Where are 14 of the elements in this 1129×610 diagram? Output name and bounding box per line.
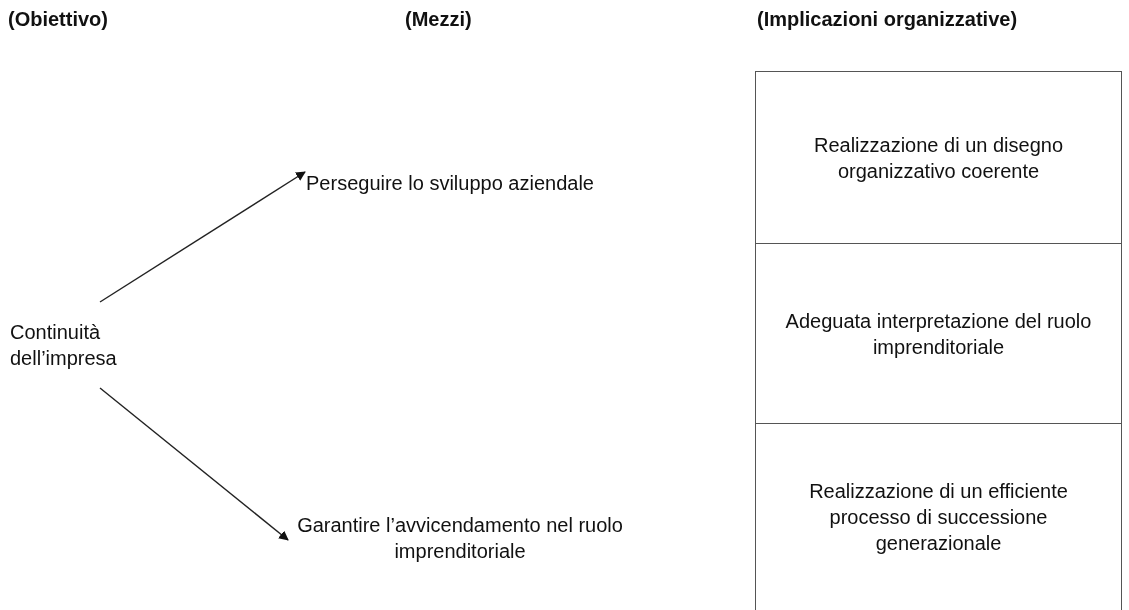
- column-heading: (Obiettivo): [8, 8, 108, 31]
- arrow: [99, 171, 306, 303]
- cell-text: Adeguata interpretazione del ruolo imprenditoriale: [784, 308, 1093, 360]
- cell-text: Realizzazione di un disegno organizzativo coerente: [812, 132, 1065, 184]
- table-cell: [755, 244, 1122, 424]
- node-text: Perseguire lo sviluppo aziendale: [300, 150, 600, 216]
- node-text: Garantire l’avvicendamento nel ruolo imprenditoriale: [290, 505, 630, 571]
- node-text: Continuità dell’impresa: [10, 300, 160, 390]
- column-heading: (Implicazioni organizzative): [757, 8, 1018, 31]
- table-cell: [755, 71, 1122, 244]
- column-heading: (Mezzi): [405, 8, 472, 31]
- cell-text: Realizzazione di un efficiente processo di successione generazionale: [808, 479, 1069, 556]
- table-cell: [755, 424, 1122, 610]
- arrow: [99, 387, 289, 541]
